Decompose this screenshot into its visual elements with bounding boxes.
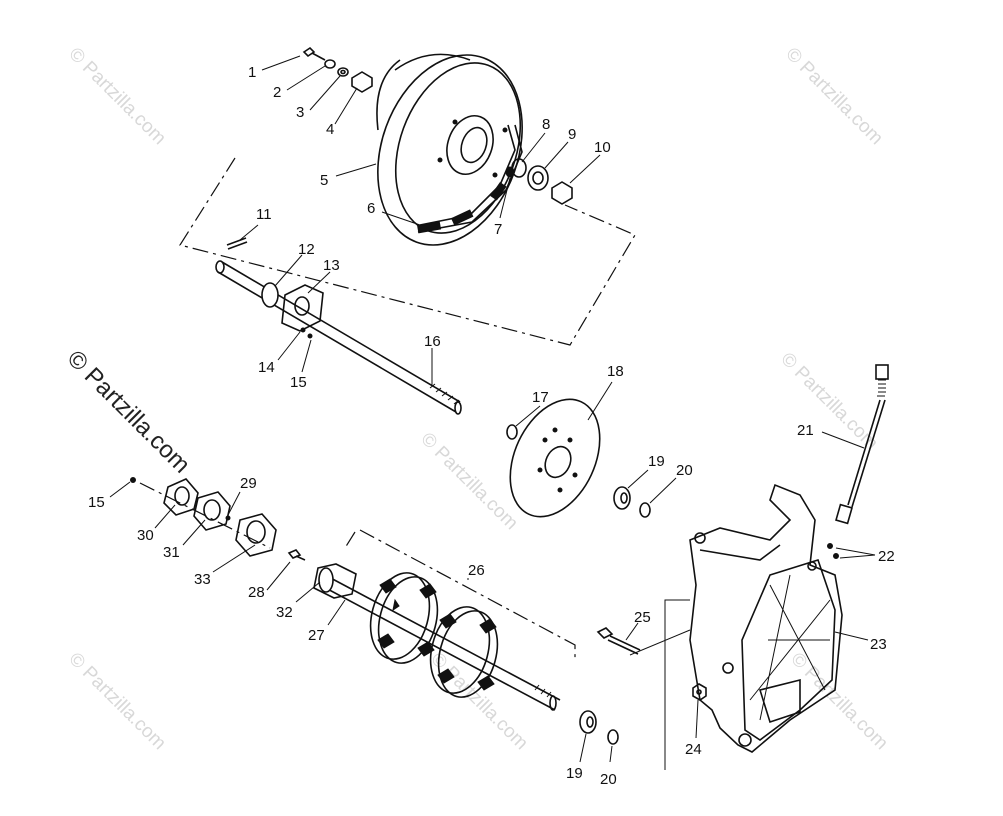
watermark-bottom-center: © Partzilla.com (426, 649, 531, 754)
callout-20-lower: 20 (600, 771, 617, 788)
callout-19-lower: 19 (566, 765, 583, 782)
callout-3: 3 (296, 104, 304, 121)
drive-chain (417, 124, 523, 234)
callout-30: 30 (137, 527, 154, 544)
watermark-bottom-left: © Partzilla.com (64, 649, 169, 754)
callout-32: 32 (276, 604, 293, 621)
callout-15-upper: 15 (290, 374, 307, 391)
callout-11: 11 (256, 206, 272, 223)
callout-1: 1 (248, 64, 256, 81)
chaincase-housing (689, 483, 843, 753)
callout-5: 5 (320, 172, 328, 189)
callout-28: 28 (248, 584, 265, 601)
nut-24 (692, 683, 707, 701)
watermark-large: © Partzilla.com (62, 345, 195, 478)
callout-16: 16 (424, 333, 441, 350)
callout-24: 24 (685, 741, 702, 758)
callout-19-upper: 19 (648, 453, 665, 470)
callout-labels: 1 2 3 4 5 6 7 8 9 10 11 12 13 14 15 15 1… (88, 64, 895, 788)
callout-31: 31 (163, 544, 180, 561)
callout-33: 33 (194, 571, 211, 588)
callout-9: 9 (568, 126, 576, 143)
callout-27: 27 (308, 627, 325, 644)
watermark-mid-right: © Partzilla.com (776, 349, 881, 454)
speedo-cable (835, 364, 889, 525)
bearing-flanges (130, 477, 277, 557)
watermark-center: © Partzilla.com (416, 429, 521, 534)
callout-10: 10 (594, 139, 611, 156)
watermark-bottom-right: © Partzilla.com (786, 649, 891, 754)
leader-lines (109, 55, 876, 763)
callout-13: 13 (323, 257, 340, 274)
brake-disc (506, 398, 601, 518)
callout-7: 7 (494, 221, 502, 238)
callout-8: 8 (542, 116, 550, 133)
watermark-top-left: © Partzilla.com (64, 44, 169, 149)
track-driveshaft (313, 563, 561, 711)
bolt-25 (596, 627, 641, 655)
key-pin (226, 237, 248, 250)
callout-22: 22 (878, 548, 895, 565)
callout-4: 4 (326, 121, 334, 138)
bolt-28 (287, 549, 306, 561)
small-screws (827, 543, 839, 559)
pulley-hardware (505, 158, 573, 205)
driven-pulley (376, 53, 523, 246)
callout-29: 29 (240, 475, 257, 492)
callout-20-upper: 20 (676, 462, 693, 479)
callout-6: 6 (367, 200, 375, 217)
callout-18: 18 (607, 363, 624, 380)
callout-21: 21 (797, 422, 814, 439)
assembly-outline-lines (179, 157, 691, 770)
callout-12: 12 (298, 241, 315, 258)
callout-17: 17 (532, 389, 549, 406)
callout-14: 14 (258, 359, 275, 376)
bearing-lower (579, 710, 619, 745)
callout-25: 25 (634, 609, 651, 626)
callout-26: 26 (468, 562, 485, 579)
bolt-and-washers (302, 46, 373, 93)
callout-2: 2 (273, 84, 281, 101)
bearing-upper (613, 486, 651, 518)
callout-15-left: 15 (88, 494, 105, 511)
callout-23: 23 (870, 636, 887, 653)
drive-shaft (215, 260, 462, 415)
watermark-top-right: © Partzilla.com (781, 44, 886, 149)
